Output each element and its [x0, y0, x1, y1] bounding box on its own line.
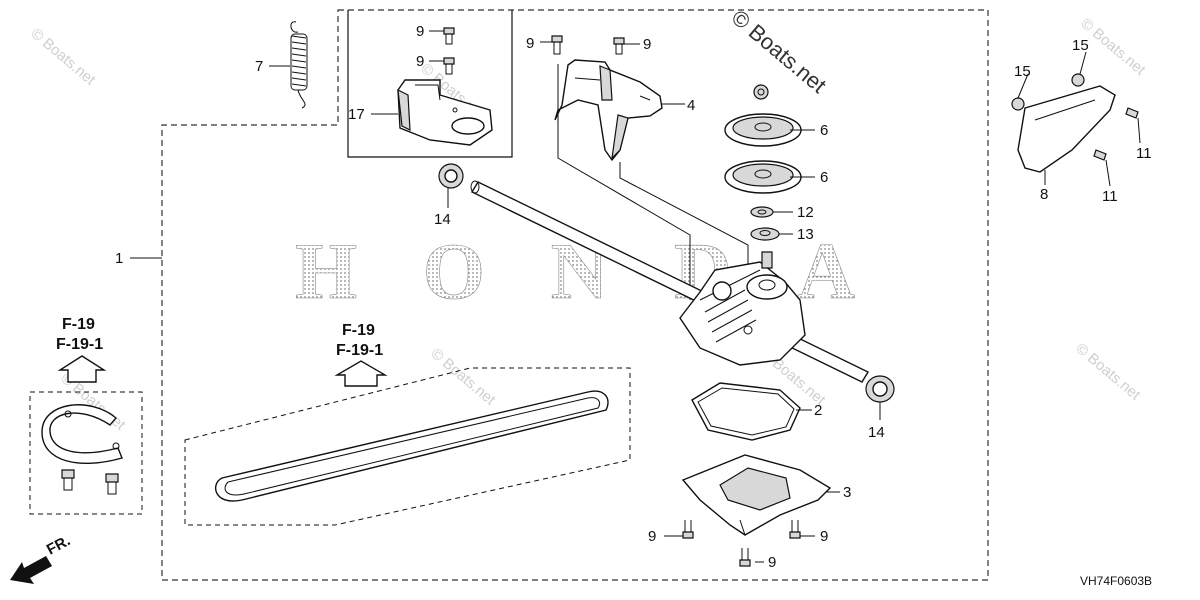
callout-2[interactable]: 2 [814, 402, 822, 419]
callout-9[interactable]: 9 [416, 23, 424, 40]
callout-9[interactable]: 9 [416, 53, 424, 70]
assembly-boundary [161, 9, 989, 581]
diagram-code: VH74F0603B [1080, 574, 1152, 588]
spring-part [290, 21, 308, 109]
pulley-stack [724, 84, 802, 241]
bracket-part-4 [554, 59, 663, 162]
callout-9[interactable]: 9 [526, 35, 534, 52]
gasket-part-2 [691, 382, 801, 441]
callout-11[interactable]: 11 [1102, 188, 1118, 205]
plate-part-8 [1011, 73, 1139, 173]
callout-6[interactable]: 6 [820, 169, 828, 186]
callout-7[interactable]: 7 [255, 58, 263, 75]
ref-label[interactable]: F-19 [62, 316, 95, 333]
callout-15[interactable]: 15 [1014, 63, 1031, 80]
watermark-text: © Boats.net [1072, 340, 1144, 404]
ref-label[interactable]: F-19-1 [56, 336, 103, 353]
ref-arrow-up-icon [334, 360, 388, 387]
clip-dashed-box [29, 391, 143, 515]
callout-12[interactable]: 12 [797, 204, 814, 221]
direction-label: FR. [44, 532, 73, 558]
drive-belt [214, 390, 609, 502]
inset-box [347, 10, 513, 158]
callout-14[interactable]: 14 [868, 424, 885, 441]
cover-part-17 [397, 79, 493, 146]
callout-3[interactable]: 3 [843, 484, 851, 501]
clip-part [41, 404, 123, 495]
callout-9[interactable]: 9 [643, 36, 651, 53]
watermark-dark-text: © Boats.net [727, 5, 831, 98]
callout-14[interactable]: 14 [434, 211, 451, 228]
callout-11[interactable]: 11 [1136, 145, 1152, 162]
leader-lines [130, 30, 1141, 563]
ref-arrow-up-icon [57, 355, 107, 383]
callout-15[interactable]: 15 [1072, 37, 1089, 54]
ref-label[interactable]: F-19 [342, 322, 375, 339]
callout-13[interactable]: 13 [797, 226, 814, 243]
callout-8[interactable]: 8 [1040, 186, 1048, 203]
ref-label[interactable]: F-19-1 [336, 342, 383, 359]
bolt-group-bottom [682, 520, 801, 567]
front-direction-arrow-icon [10, 556, 52, 584]
callout-4[interactable]: 4 [687, 97, 695, 114]
callout-6[interactable]: 6 [820, 122, 828, 139]
plate-part-3 [681, 454, 832, 536]
transmission-housing [679, 251, 806, 366]
callout-9[interactable]: 9 [648, 528, 656, 545]
callout-17[interactable]: 17 [348, 106, 365, 123]
watermark-text: © Boats.net [427, 345, 499, 409]
callout-1[interactable]: 1 [115, 250, 123, 267]
watermark-text: © Boats.net [27, 25, 99, 89]
callout-9[interactable]: 9 [768, 554, 776, 571]
callout-9[interactable]: 9 [820, 528, 828, 545]
